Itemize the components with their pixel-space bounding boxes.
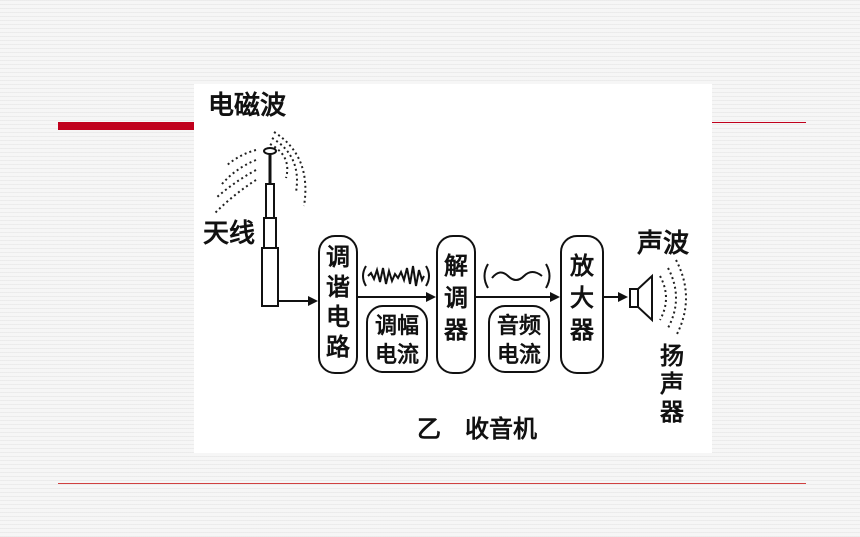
amp-char-1: 放 — [569, 252, 595, 280]
am-current-box — [366, 305, 428, 373]
arrow-amp-to-speaker — [604, 292, 628, 302]
amp-char-2: 大 — [570, 284, 594, 312]
arrow-tuner-to-demod — [358, 292, 436, 302]
arrow-antenna-to-tuner — [278, 296, 318, 306]
audio-current-line-1: 音频 — [497, 313, 541, 339]
am-waveform — [362, 265, 430, 287]
em-wave-arcs — [213, 131, 307, 215]
tuning-char-3: 电 — [326, 303, 350, 331]
tuning-char-4: 路 — [326, 333, 351, 361]
audio-current-line-2: 电流 — [497, 342, 541, 368]
speaker-char-1: 扬 — [660, 342, 684, 370]
diagram-caption: 乙 收音机 — [417, 415, 537, 443]
footer-line — [58, 483, 806, 484]
title-accent-line — [712, 122, 806, 123]
demodulator-box — [436, 235, 476, 374]
amp-char-3: 器 — [569, 316, 595, 344]
demod-char-1: 解 — [444, 252, 468, 280]
tuning-circuit-box — [318, 235, 358, 374]
speaker-char-2: 声 — [659, 370, 684, 398]
tuning-char-2: 谐 — [326, 273, 350, 301]
tuning-char-1: 调 — [326, 243, 350, 271]
label-antenna: 天线 — [203, 219, 255, 249]
sound-wave-arcs — [659, 259, 687, 337]
audio-waveform — [483, 263, 551, 289]
title-accent-bar — [58, 122, 198, 130]
amplifier-box — [560, 235, 604, 374]
audio-current-box — [488, 305, 550, 373]
label-electromagnetic-wave: 电磁波 — [208, 90, 287, 121]
demod-char-2: 调 — [444, 284, 468, 312]
arrow-demod-to-amp — [476, 292, 560, 302]
label-sound-wave: 声波 — [637, 229, 690, 259]
am-current-line-1: 调幅 — [375, 314, 419, 339]
demod-char-3: 器 — [443, 316, 469, 344]
antenna — [261, 147, 279, 307]
speaker-icon — [629, 273, 653, 323]
am-current-line-2: 电流 — [375, 342, 419, 368]
speaker-char-3: 器 — [659, 398, 685, 426]
